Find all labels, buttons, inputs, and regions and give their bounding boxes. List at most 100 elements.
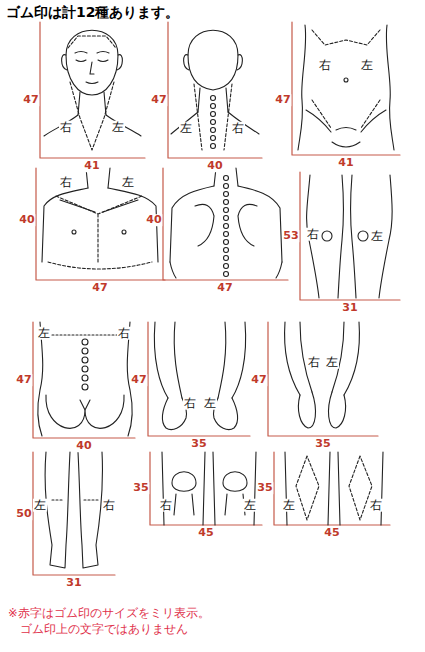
outline-stroke — [274, 452, 390, 525]
outline-stroke — [33, 452, 115, 575]
body-mark — [82, 339, 88, 345]
size-number: 41 — [337, 157, 354, 169]
body-mark — [224, 224, 229, 229]
body-mark — [224, 200, 229, 205]
abdomen-figure — [298, 25, 394, 150]
body-mark — [322, 231, 332, 241]
size-number: 47 — [216, 282, 233, 294]
side-label: 右 — [59, 176, 73, 189]
outline-stroke — [42, 188, 158, 262]
size-number: 41 — [83, 160, 100, 172]
outline-stroke — [52, 499, 98, 500]
outline-stroke — [82, 339, 88, 390]
size-number: 35 — [314, 438, 331, 450]
side-label: 左 — [282, 499, 296, 512]
outline-stroke — [188, 30, 238, 90]
side-label: 左 — [121, 176, 135, 189]
outline-stroke — [224, 176, 229, 277]
outline-stroke — [307, 175, 319, 298]
outline-stroke — [80, 400, 90, 410]
outline-stroke — [198, 88, 228, 112]
outline-stroke — [48, 262, 152, 269]
size-number: 35 — [190, 438, 207, 450]
body-mark — [82, 384, 88, 390]
outline-stroke — [292, 22, 400, 155]
body-mark — [224, 264, 229, 269]
size-number: 47 — [91, 282, 108, 294]
body-mark — [122, 230, 126, 234]
outline-stroke — [45, 452, 70, 568]
outline-stroke — [56, 196, 142, 262]
outline-stroke — [171, 112, 259, 134]
size-number: 40 — [145, 214, 162, 226]
outline-stroke — [162, 452, 256, 525]
size-number: 45 — [323, 527, 340, 539]
body-mark — [211, 112, 216, 117]
body-mark — [358, 231, 368, 241]
body-mark — [224, 192, 229, 197]
size-number: 40 — [206, 160, 223, 172]
body-mark — [224, 272, 229, 277]
outline-stroke — [168, 22, 262, 158]
body-mark — [211, 96, 216, 101]
body-mark — [224, 216, 229, 221]
head-back-figure — [171, 30, 259, 150]
outline-stroke — [194, 84, 232, 150]
arms-figure — [285, 322, 360, 428]
outline-stroke — [36, 168, 165, 280]
outline-stroke — [163, 168, 288, 280]
back-figure — [170, 168, 282, 278]
side-label: 左 — [37, 327, 51, 340]
outline-stroke — [218, 322, 246, 398]
body-mark — [224, 248, 229, 253]
body-mark — [224, 176, 229, 181]
body-mark — [211, 128, 216, 133]
outline-stroke — [40, 22, 145, 158]
outline-stroke — [46, 395, 124, 428]
outline-stroke — [170, 262, 282, 278]
size-number: 31 — [65, 577, 82, 589]
size-number: 35 — [256, 482, 273, 494]
outline-stroke — [195, 204, 257, 246]
outline-stroke — [66, 30, 118, 95]
body-mark — [82, 375, 88, 381]
title: ゴム印は計12種あります。 — [6, 4, 179, 22]
body-mark — [344, 78, 348, 82]
side-label: 右 — [159, 499, 173, 512]
outline-stroke — [285, 452, 383, 525]
outline-stroke — [268, 322, 378, 436]
outline-stroke — [312, 30, 380, 45]
body-mark — [82, 357, 88, 363]
body-mark — [224, 184, 229, 189]
outline-stroke — [68, 36, 116, 48]
size-number: 35 — [132, 482, 149, 494]
size-frame — [33, 22, 400, 575]
outline-stroke — [298, 392, 315, 428]
size-number: 31 — [341, 302, 358, 314]
side-label: 右 — [307, 356, 321, 369]
outline-stroke — [78, 92, 106, 115]
outline-stroke — [213, 398, 237, 430]
side-label: 右 — [117, 327, 131, 340]
outline-stroke — [306, 110, 386, 132]
body-mark — [224, 256, 229, 261]
body-mark — [82, 366, 88, 372]
outline-stroke — [170, 186, 282, 262]
side-label: 左 — [243, 499, 257, 512]
outline-stroke — [70, 82, 114, 150]
body-mark — [224, 208, 229, 213]
outline-stroke — [300, 172, 400, 300]
outline-stroke — [44, 115, 141, 136]
side-label: 左 — [179, 122, 193, 135]
size-number: 47 — [15, 374, 32, 386]
outline-stroke — [148, 322, 250, 436]
side-label: 左 — [360, 59, 374, 72]
body-mark — [224, 232, 229, 237]
face-figure — [44, 30, 141, 150]
size-number: 45 — [197, 527, 214, 539]
body-mark — [72, 230, 76, 234]
body-mark — [211, 136, 216, 141]
size-number: 53 — [282, 230, 299, 242]
